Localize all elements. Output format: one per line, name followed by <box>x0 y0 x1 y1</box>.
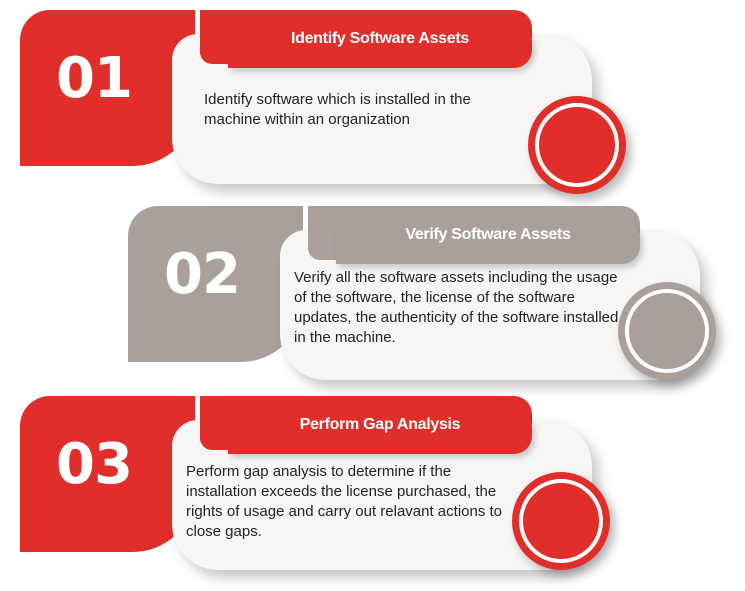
step-title: Perform Gap Analysis <box>299 416 461 433</box>
step-number: 03 <box>56 432 133 497</box>
step-number-block: 02 <box>128 206 303 362</box>
step-description: Perform gap analysis to determine if the… <box>186 463 503 540</box>
step-description: Verify all the software assets including… <box>294 269 619 346</box>
step-number-block: 01 <box>20 10 195 166</box>
title-tab <box>228 24 532 68</box>
circle-icon <box>618 282 716 380</box>
circle-icon <box>512 472 610 570</box>
step-title: Identify Software Assets <box>290 30 470 47</box>
step-number: 01 <box>56 46 133 111</box>
circle-icon <box>528 96 626 194</box>
title-tab <box>336 220 640 264</box>
step-number-block: 03 <box>20 396 195 552</box>
title-tab <box>228 410 532 454</box>
step-number: 02 <box>164 242 241 307</box>
step-description: Identify software which is installed in … <box>204 91 471 128</box>
step-title: Verify Software Assets <box>405 226 571 243</box>
